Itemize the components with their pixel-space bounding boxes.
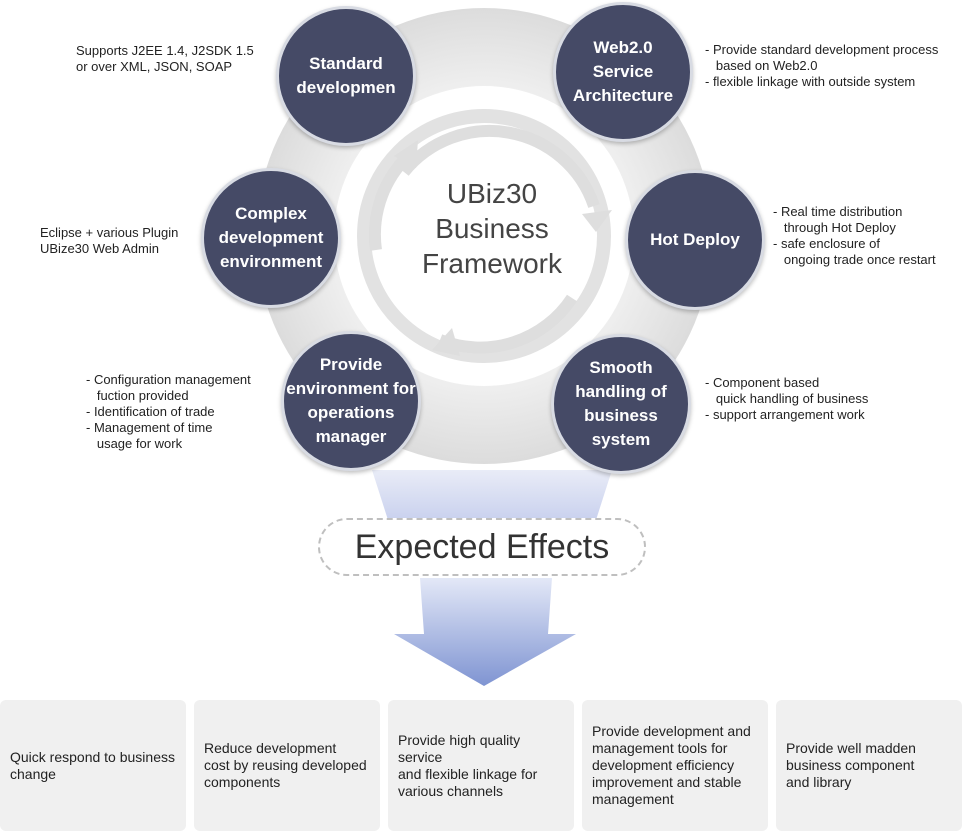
- cycle-arrowhead-top: [582, 210, 612, 232]
- note-line: - Identification of trade: [86, 404, 215, 419]
- node-hot-deploy: Hot Deploy: [625, 170, 765, 310]
- node-web20-label: Web2.0 Service Architecture: [572, 38, 674, 105]
- node-standard-development-label: Standard developmen: [296, 54, 396, 97]
- node-operations-manager: Provide environment for operations manag…: [281, 331, 421, 471]
- note-line: - safe enclosure of: [773, 236, 880, 251]
- node-complex-label: Complex development environment: [218, 204, 324, 271]
- note-line: - flexible linkage with outside system: [705, 74, 916, 89]
- note-line: fuction provided: [86, 388, 189, 403]
- note-line: ongoing trade once restart: [773, 252, 936, 267]
- node-standard-development: Standard developmen: [276, 6, 416, 146]
- down-arrow: [394, 578, 576, 686]
- node-smooth-handling: Smooth handling of business system: [551, 334, 691, 474]
- note-line: based on Web2.0: [705, 58, 818, 73]
- effect-card-text: Provide high quality service and flexibl…: [398, 731, 538, 799]
- cycle-arrowhead-left: [394, 140, 418, 168]
- node-complex-development-environment: Complex development environment: [201, 168, 341, 308]
- note-line: - Management of time: [86, 420, 213, 435]
- node-hot-deploy-label: Hot Deploy: [650, 230, 740, 249]
- center-title: UBiz30 Business Framework: [421, 178, 562, 279]
- effect-card: Provide high quality service and flexibl…: [388, 700, 574, 831]
- cycle-arrowhead-bottom: [432, 328, 460, 356]
- note-line: quick handling of business: [705, 391, 869, 406]
- note-line: through Hot Deploy: [773, 220, 896, 235]
- note-line: Supports J2EE 1.4, J2SDK 1.5: [76, 43, 254, 58]
- effect-card-text: Provide development and management tools…: [592, 723, 751, 807]
- note-line: Eclipse + various Plugin: [40, 225, 179, 240]
- effect-card-text: Reduce development cost by reusing devel…: [204, 740, 367, 790]
- effect-card: Provide development and management tools…: [582, 700, 768, 831]
- note-line: usage for work: [86, 436, 183, 451]
- effect-card: Provide well madden business component a…: [776, 700, 962, 831]
- effect-card-text: Provide well madden business component a…: [786, 740, 916, 790]
- inner-ring: [357, 109, 611, 363]
- cycle-arrow-left: [368, 155, 409, 251]
- note-hot-deploy: - Real time distribution through Hot Dep…: [773, 204, 936, 268]
- note-standard-development: Supports J2EE 1.4, J2SDK 1.5 or over XML…: [76, 43, 254, 75]
- expected-effects-label: Expected Effects: [318, 518, 646, 576]
- effect-card: Quick respond to business change: [0, 700, 186, 831]
- note-web20: - Provide standard development process b…: [705, 42, 938, 90]
- note-line: - Component based: [705, 375, 820, 390]
- note-smooth: - Component based quick handling of busi…: [705, 375, 868, 423]
- note-line: - Real time distribution: [773, 204, 903, 219]
- node-smooth-label: Smooth handling of business system: [575, 358, 667, 449]
- note-line: UBize30 Web Admin: [40, 241, 159, 256]
- node-web20-service-architecture: Web2.0 Service Architecture: [553, 2, 693, 142]
- cycle-arrow-top: [399, 124, 600, 208]
- note-line: or over XML, JSON, SOAP: [76, 59, 233, 74]
- note-line: - support arrangement work: [705, 407, 865, 422]
- effect-card-text: Quick respond to business change: [10, 748, 175, 782]
- funnel-shape: [372, 470, 612, 520]
- note-operations: - Configuration management fuction provi…: [86, 372, 251, 452]
- note-line: - Configuration management: [86, 372, 251, 387]
- note-complex: Eclipse + various Plugin UBize30 Web Adm…: [40, 225, 178, 257]
- effect-card: Reduce development cost by reusing devel…: [194, 700, 380, 831]
- node-operations-label: Provide environment for operations manag…: [286, 355, 416, 446]
- note-line: - Provide standard development process: [705, 42, 939, 57]
- cycle-arrow-bottom: [437, 294, 578, 354]
